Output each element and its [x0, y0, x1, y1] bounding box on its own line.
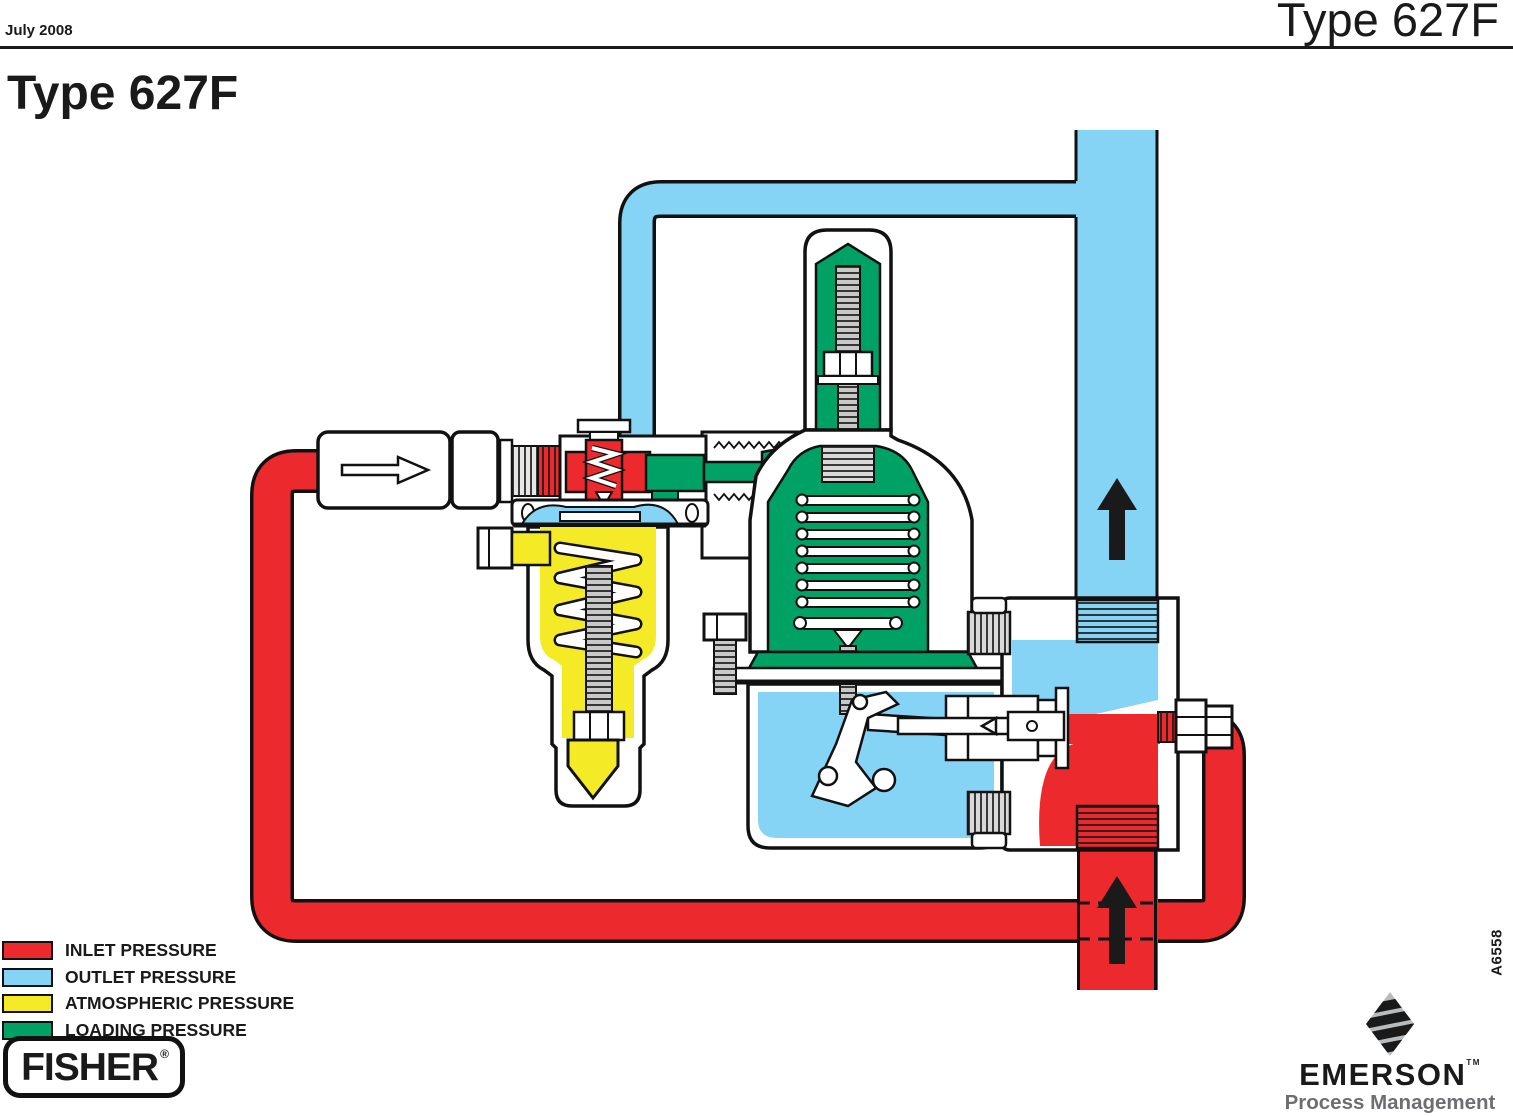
- pilot-adjusting-screw: [572, 565, 626, 742]
- valve-body: [896, 596, 1234, 852]
- main-regulator: [702, 228, 1040, 695]
- legend-label: INLET PRESSURE: [65, 940, 217, 960]
- valve-trim: [896, 686, 1070, 770]
- outlet-flow-arrow-icon: [1097, 478, 1137, 560]
- fisher-logo-text: FISHER: [21, 1045, 159, 1089]
- registered-mark: ®: [160, 1047, 169, 1061]
- page-title: Type 627F: [7, 67, 239, 120]
- legend-item-outlet: OUTLET PRESSURE: [2, 967, 294, 988]
- vent-boss-top: [966, 596, 1012, 656]
- emerson-logo-text: EMERSONTM: [1299, 1057, 1481, 1092]
- emerson-diamond-icon: [1366, 992, 1414, 1056]
- pilot-side-plug: [476, 526, 552, 570]
- legend-label: LOADING PRESSURE: [65, 1019, 247, 1040]
- outlet-connection-threads: [1075, 598, 1160, 644]
- inlet-connection-threads: [1075, 804, 1160, 850]
- legend-item-loading: LOADING PRESSURE: [2, 1020, 294, 1041]
- filter-flow-arrow-icon: [340, 455, 432, 485]
- legend-item-inlet: INLET PRESSURE: [2, 940, 294, 961]
- atmospheric-swatch: [2, 994, 53, 1013]
- legend-label: ATMOSPHERIC PRESSURE: [65, 993, 295, 1013]
- outlet-swatch: [2, 967, 53, 987]
- document-title: Type 627F: [1276, 0, 1499, 46]
- pilot-regulator: [476, 418, 818, 808]
- outlet-sensing-pipe: [618, 180, 1090, 440]
- loading-spring: [793, 493, 921, 650]
- emerson-tagline: Process Management: [1284, 1091, 1496, 1114]
- legend-item-atmospheric: ATMOSPHERIC PRESSURE: [2, 993, 294, 1014]
- pilot-closing-cap: [566, 738, 620, 801]
- header-rule: [0, 46, 1513, 49]
- inlet-union-fitting: [1157, 698, 1234, 754]
- inline-filter: [316, 430, 569, 510]
- trademark-mark: TM: [1466, 1058, 1481, 1067]
- vent-boss-bottom: [966, 790, 1012, 850]
- inlet-flow-arrow-icon: [1097, 876, 1137, 964]
- emerson-logo: EMERSONTM Process Management: [1273, 992, 1507, 1115]
- publication-date: July 2008: [5, 22, 73, 39]
- fisher-logo: FISHER®: [3, 1036, 185, 1098]
- legend-label: OUTLET PRESSURE: [65, 966, 237, 987]
- document-number: A6558: [1488, 929, 1506, 976]
- inlet-swatch: [2, 941, 53, 960]
- flange-bolt: [702, 612, 748, 695]
- main-adjusting-screw: [817, 265, 879, 433]
- pressure-legend: INLET PRESSURE OUTLET PRESSURE ATMOSPHER…: [2, 940, 294, 1046]
